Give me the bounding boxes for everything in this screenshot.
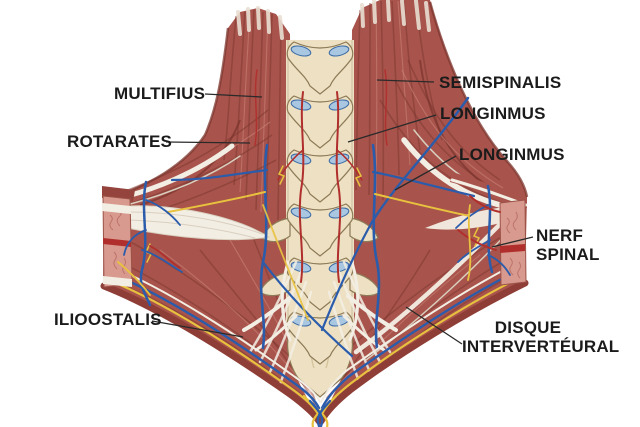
label-multifidus: MULTIFIUS <box>114 84 206 103</box>
vessels-and-nerves <box>144 69 481 358</box>
label-rotatores: ROTARATES <box>67 132 173 151</box>
leader-lines <box>151 79 534 345</box>
leader-line-longissimus-upper <box>347 114 437 143</box>
wing-edge-vessels <box>100 261 529 427</box>
leader-line-rotatores <box>165 141 251 144</box>
label-disque-line1: DISQUE <box>494 318 562 337</box>
leader-line-multifidus <box>204 93 263 98</box>
label-nerf-spinal: NERF SPINAL <box>536 226 600 264</box>
muscle-cut-tips <box>236 0 431 40</box>
leader-line-disque <box>405 306 463 345</box>
leader-line-nerf-spinal <box>491 236 534 248</box>
label-iliocostalis: ILIOOSTALIS <box>54 310 162 329</box>
label-nerf-line1: NERF <box>536 226 584 245</box>
cut-muscle-block-left <box>102 180 183 307</box>
label-longissimus-upper: LONGINMUS <box>440 104 546 123</box>
leader-line-longissimus-lower <box>394 155 457 191</box>
leader-line-iliocostalis <box>151 320 244 338</box>
label-disque-line2: INTERVERTÉURAL <box>462 337 620 356</box>
label-semispinalis: SEMISPINALIS <box>439 73 562 92</box>
label-nerf-line2: SPINAL <box>536 245 600 264</box>
cut-muscle-block-right <box>450 172 528 286</box>
label-longissimus-lower: LONGINMUS <box>459 145 565 164</box>
leader-line-semispinalis <box>376 79 435 83</box>
label-disque-intervertebral: DISQUE INTERVERTÉURAL <box>462 318 619 356</box>
